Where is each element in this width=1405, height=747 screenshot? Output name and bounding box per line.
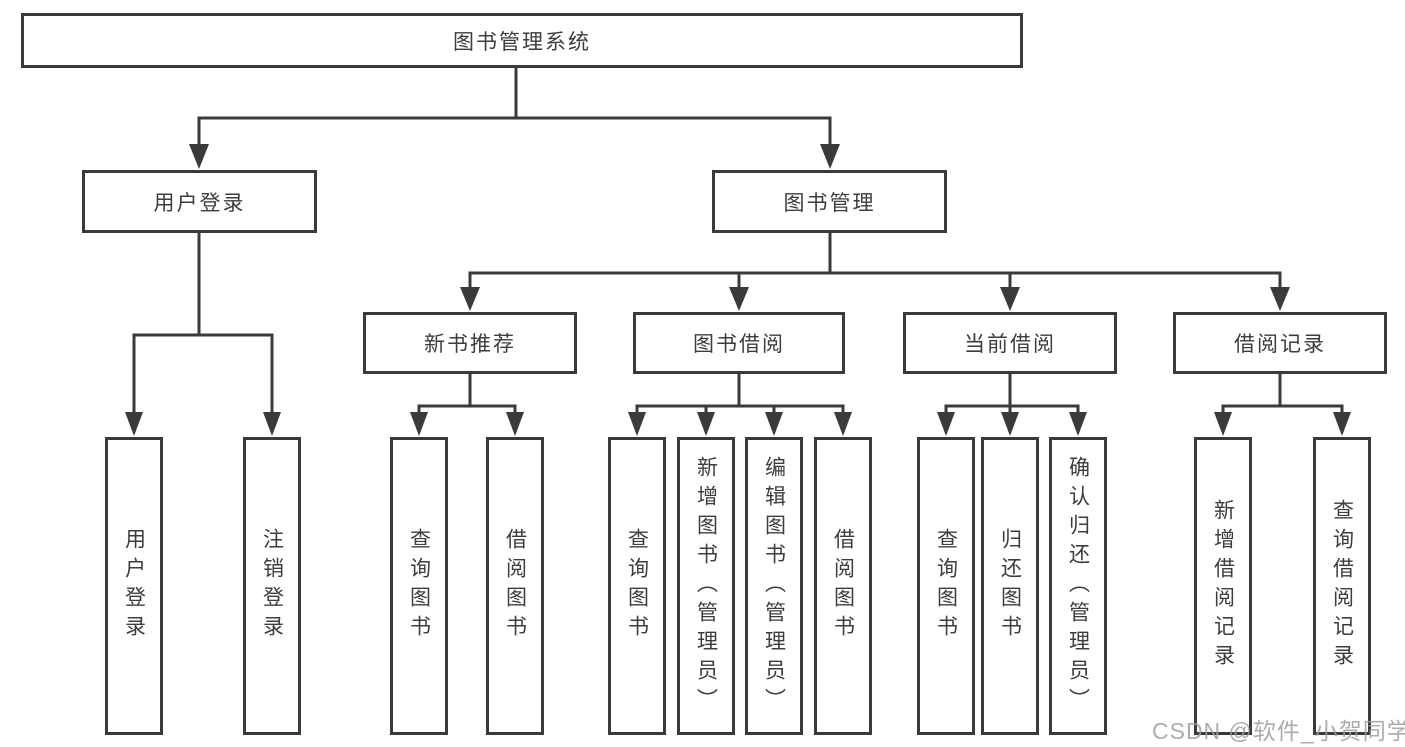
node-current-borrowing: 当前借阅	[903, 312, 1117, 374]
leaf-add-book-admin: 新增图书（管理员）	[677, 437, 735, 735]
leaf-return-books-label: 归还图书	[998, 528, 1022, 644]
node-book-management: 图书管理	[712, 170, 947, 233]
node-current-borrowing-label: 当前借阅	[964, 333, 1056, 356]
leaf-logout-label: 注销登录	[260, 528, 284, 644]
leaf-return-books: 归还图书	[981, 437, 1039, 735]
leaf-add-borrow-record-label: 新增借阅记录	[1211, 499, 1235, 673]
leaf-logout: 注销登录	[243, 437, 301, 735]
node-borrow-records: 借阅记录	[1173, 312, 1387, 374]
leaf-query-books-borrow-label: 查询图书	[625, 528, 649, 644]
leaf-user-login: 用户登录	[105, 437, 163, 735]
node-user-login-label: 用户登录	[153, 191, 246, 215]
node-book-borrowing-label: 图书借阅	[693, 333, 785, 356]
leaf-confirm-return-admin: 确认归还（管理员）	[1049, 437, 1107, 735]
node-user-login: 用户登录	[82, 170, 317, 233]
node-book-management-label: 图书管理	[783, 191, 876, 215]
node-new-book-recommend-label: 新书推荐	[424, 333, 516, 356]
node-borrow-records-label: 借阅记录	[1234, 333, 1326, 356]
node-library-system: 图书管理系统	[21, 13, 1023, 68]
leaf-borrow-books-label: 借阅图书	[831, 528, 855, 644]
leaf-query-borrow-record-label: 查询借阅记录	[1330, 499, 1354, 673]
leaf-query-books-current: 查询图书	[917, 437, 975, 735]
leaf-query-borrow-record: 查询借阅记录	[1313, 437, 1371, 735]
leaf-confirm-return-admin-label: 确认归还（管理员）	[1066, 455, 1090, 717]
leaf-user-login-label: 用户登录	[122, 528, 146, 644]
node-new-book-recommend: 新书推荐	[363, 312, 577, 374]
leaf-borrow-books-recommend: 借阅图书	[486, 437, 544, 735]
node-book-borrowing: 图书借阅	[633, 312, 845, 374]
leaf-query-books-current-label: 查询图书	[934, 528, 958, 644]
leaf-query-books-recommend: 查询图书	[390, 437, 448, 735]
leaf-edit-book-admin-label: 编辑图书（管理员）	[762, 455, 786, 717]
node-library-system-label: 图书管理系统	[453, 30, 591, 54]
leaf-query-books-recommend-label: 查询图书	[407, 528, 431, 644]
leaf-add-borrow-record: 新增借阅记录	[1194, 437, 1252, 735]
leaf-add-book-admin-label: 新增图书（管理员）	[694, 455, 718, 717]
leaf-query-books-borrow: 查询图书	[608, 437, 666, 735]
leaf-borrow-books-recommend-label: 借阅图书	[503, 528, 527, 644]
leaf-borrow-books: 借阅图书	[814, 437, 872, 735]
csdn-watermark: CSDN @软件_小贺同学	[1152, 718, 1405, 744]
leaf-edit-book-admin: 编辑图书（管理员）	[745, 437, 803, 735]
